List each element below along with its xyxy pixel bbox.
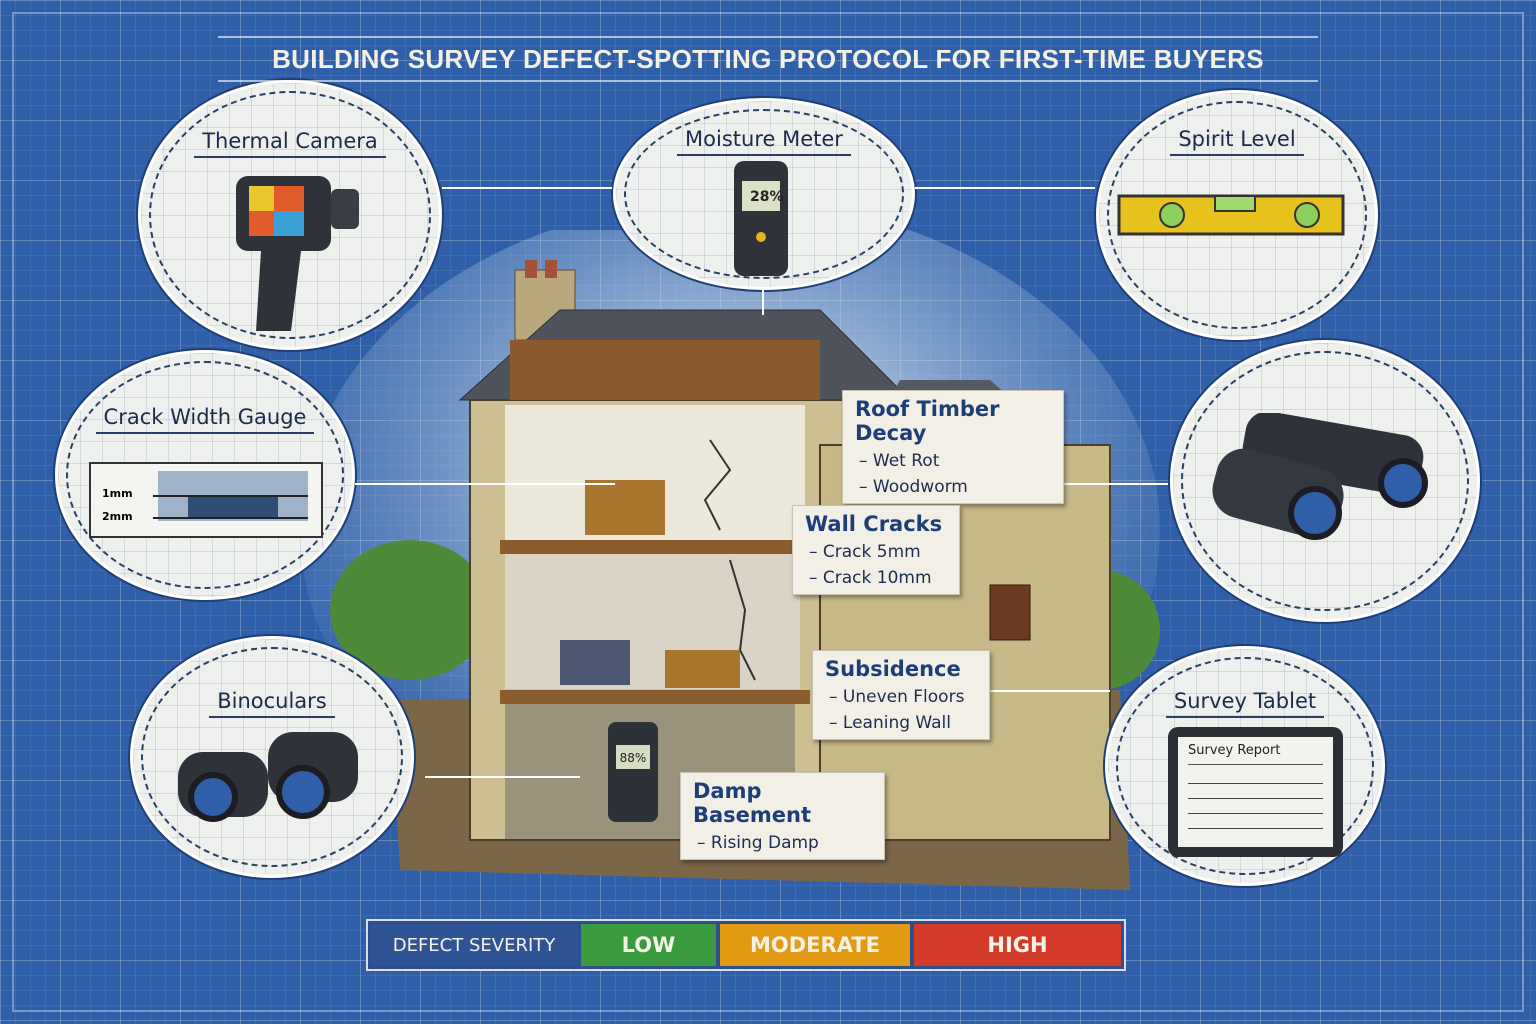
house-cutaway-illustration: 88%	[300, 230, 1160, 890]
defect-item: – Crack 10mm	[809, 568, 932, 588]
crack-gauge-label: Crack Width Gauge	[95, 405, 315, 434]
crack-lower	[729, 559, 756, 681]
defect-severity-legend: DEFECT SEVERITY LOW MODERATE HIGH	[366, 919, 1126, 971]
defect-item: – Woodworm	[859, 477, 968, 497]
connector-arrow	[915, 187, 1095, 189]
survey-report-title: Survey Report	[1188, 743, 1281, 758]
crack-gauge-icon	[89, 462, 323, 538]
tree-left	[330, 540, 490, 680]
moisture-meter-basement	[608, 722, 658, 822]
tool-spirit-level: Spirit Level	[1096, 90, 1378, 340]
defect-item: – Crack 5mm	[809, 542, 921, 562]
crack-gauge-mark-1mm: 1mm	[102, 487, 133, 500]
defect-item: – Wet Rot	[859, 451, 940, 471]
connector-arrow	[990, 483, 1168, 485]
moisture-meter-icon	[734, 161, 788, 276]
binoculars-icon	[178, 732, 358, 822]
defect-title: Roof Timber Decay	[855, 397, 1000, 445]
basement-meter-reading: 88%	[620, 751, 647, 765]
spirit-level-label: Spirit Level	[1170, 127, 1304, 156]
tool-binoculars: Binoculars	[130, 636, 414, 878]
tool-survey-tablet: Survey Tablet Survey Report	[1105, 646, 1385, 886]
defect-tag-damp-basement: Damp Basement – Rising Damp	[680, 772, 885, 860]
legend-label: DEFECT SEVERITY	[371, 924, 577, 966]
defect-tag-wall-cracks: Wall Cracks – Crack 5mm – Crack 10mm	[792, 505, 960, 595]
tool-crack-width-gauge: Crack Width Gauge 1mm 2mm	[55, 350, 355, 600]
defect-title: Wall Cracks	[805, 512, 943, 536]
survey-tablet-label: Survey Tablet	[1165, 689, 1325, 718]
defect-tag-subsidence: Subsidence – Uneven Floors – Leaning Wal…	[812, 650, 990, 740]
thermal-camera-label: Thermal Camera	[194, 129, 386, 158]
connector-arrow	[425, 776, 580, 778]
connector-arrow	[442, 187, 612, 189]
survey-tablet-icon: Survey Report	[1168, 727, 1343, 857]
connector-arrow	[355, 483, 615, 485]
moisture-meter-reading: 28%	[750, 189, 784, 205]
legend-level-high: HIGH	[914, 924, 1121, 966]
defect-item: – Leaning Wall	[829, 713, 952, 733]
crack-upper	[703, 439, 732, 531]
tool-binoculars-right	[1170, 340, 1480, 622]
crack-gauge-mark-2mm: 2mm	[102, 510, 133, 523]
defect-title: Damp Basement	[693, 779, 812, 827]
tool-moisture-meter: Moisture Meter 28%	[613, 98, 915, 290]
defect-item: – Uneven Floors	[829, 687, 965, 707]
spirit-level-icon	[1117, 194, 1345, 236]
defect-tag-roof-timber-decay: Roof Timber Decay – Wet Rot – Woodworm	[842, 390, 1064, 504]
moisture-meter-label: Moisture Meter	[677, 127, 851, 156]
blueprint-frame	[12, 12, 1524, 1012]
defect-item: – Rising Damp	[697, 833, 819, 853]
binoculars-label: Binoculars	[209, 689, 335, 718]
tool-thermal-camera: Thermal Camera	[138, 80, 442, 350]
binoculars-icon	[1212, 413, 1428, 540]
defect-title: Subsidence	[825, 657, 961, 681]
page-title: BUILDING SURVEY DEFECT-SPOTTING PROTOCOL…	[218, 36, 1318, 82]
connector-arrow	[990, 690, 1110, 692]
thermal-camera-icon	[236, 176, 359, 331]
legend-level-moderate: MODERATE	[720, 924, 910, 966]
connector-line	[762, 290, 764, 315]
legend-level-low: LOW	[581, 924, 716, 966]
